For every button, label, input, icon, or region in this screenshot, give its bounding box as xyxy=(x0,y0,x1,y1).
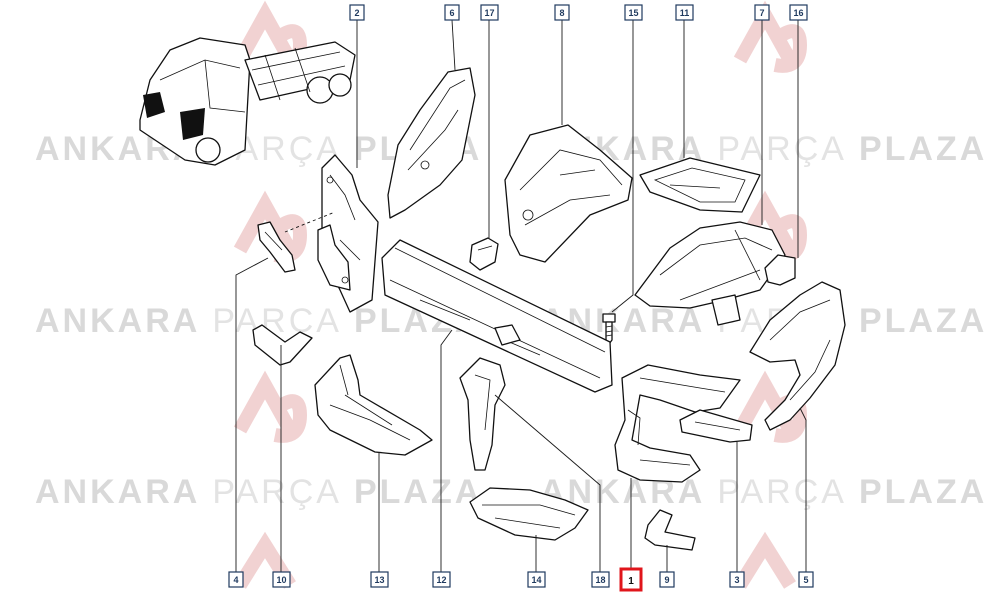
callout-16[interactable]: 16 xyxy=(789,4,808,21)
part-16-bracket xyxy=(764,254,796,286)
part-11-tray xyxy=(639,157,761,213)
svg-text:17: 17 xyxy=(484,8,494,18)
callout-12[interactable]: 12 xyxy=(432,571,451,588)
svg-text:5: 5 xyxy=(803,575,808,585)
svg-text:16: 16 xyxy=(793,8,803,18)
callout-5[interactable]: 5 xyxy=(798,571,814,588)
svg-text:11: 11 xyxy=(680,8,690,18)
part-1-side-member xyxy=(614,364,741,483)
part-10-bracket xyxy=(252,324,313,366)
svg-text:3: 3 xyxy=(734,575,739,585)
leader-lines xyxy=(235,19,807,572)
svg-text:7: 7 xyxy=(759,8,764,18)
part-12-crossmember xyxy=(381,239,613,393)
watermark-logo-icon xyxy=(734,531,796,589)
callout-3[interactable]: 3 xyxy=(729,571,745,588)
svg-text:15: 15 xyxy=(628,8,638,18)
callout-10[interactable]: 10 xyxy=(272,571,291,588)
svg-text:4: 4 xyxy=(233,575,238,585)
callout-7[interactable]: 7 xyxy=(754,4,770,21)
callout-4[interactable]: 4 xyxy=(228,571,244,588)
part-4-bracket xyxy=(257,221,296,273)
part-7-floor-panel xyxy=(634,221,786,326)
svg-text:6: 6 xyxy=(449,8,454,18)
svg-text:18: 18 xyxy=(595,575,605,585)
part-13-floor-support xyxy=(314,354,433,456)
callout-6[interactable]: 6 xyxy=(444,4,460,21)
part-6-pillar xyxy=(387,67,476,219)
svg-text:2: 2 xyxy=(354,8,359,18)
svg-text:9: 9 xyxy=(664,575,669,585)
callouts: 2 6 17 8 15 11 7 16 4 10 13 12 14 18 1 9… xyxy=(228,4,814,592)
part-17-clip xyxy=(469,237,499,271)
watermark-logo-icon xyxy=(733,0,808,73)
callout-13[interactable]: 13 xyxy=(370,571,389,588)
callout-9[interactable]: 9 xyxy=(659,571,675,588)
part-8-floor-panel xyxy=(504,124,633,263)
svg-text:12: 12 xyxy=(436,575,446,585)
part-18-pillar xyxy=(459,357,506,471)
callout-8[interactable]: 8 xyxy=(554,4,570,21)
callout-1-highlighted[interactable]: 1 xyxy=(619,567,643,592)
part-9-bracket xyxy=(644,509,696,551)
part-3-bracket xyxy=(679,409,753,443)
callout-14[interactable]: 14 xyxy=(527,571,546,588)
svg-text:8: 8 xyxy=(559,8,564,18)
callout-15[interactable]: 15 xyxy=(624,4,643,21)
svg-text:13: 13 xyxy=(374,575,384,585)
svg-text:14: 14 xyxy=(531,575,541,585)
callout-11[interactable]: 11 xyxy=(675,4,694,21)
vehicle-thumbnail xyxy=(139,37,356,166)
part-15-bolt xyxy=(602,313,616,345)
callout-2[interactable]: 2 xyxy=(349,4,365,21)
part-2-side-panel xyxy=(317,154,379,313)
svg-text:1: 1 xyxy=(628,576,634,587)
callout-17[interactable]: 17 xyxy=(480,4,499,21)
callout-18[interactable]: 18 xyxy=(591,571,610,588)
part-14-floor-bracket xyxy=(469,487,589,541)
svg-text:10: 10 xyxy=(276,575,286,585)
watermark-logo-icon xyxy=(233,370,308,443)
assembly-guide-line xyxy=(284,211,336,233)
